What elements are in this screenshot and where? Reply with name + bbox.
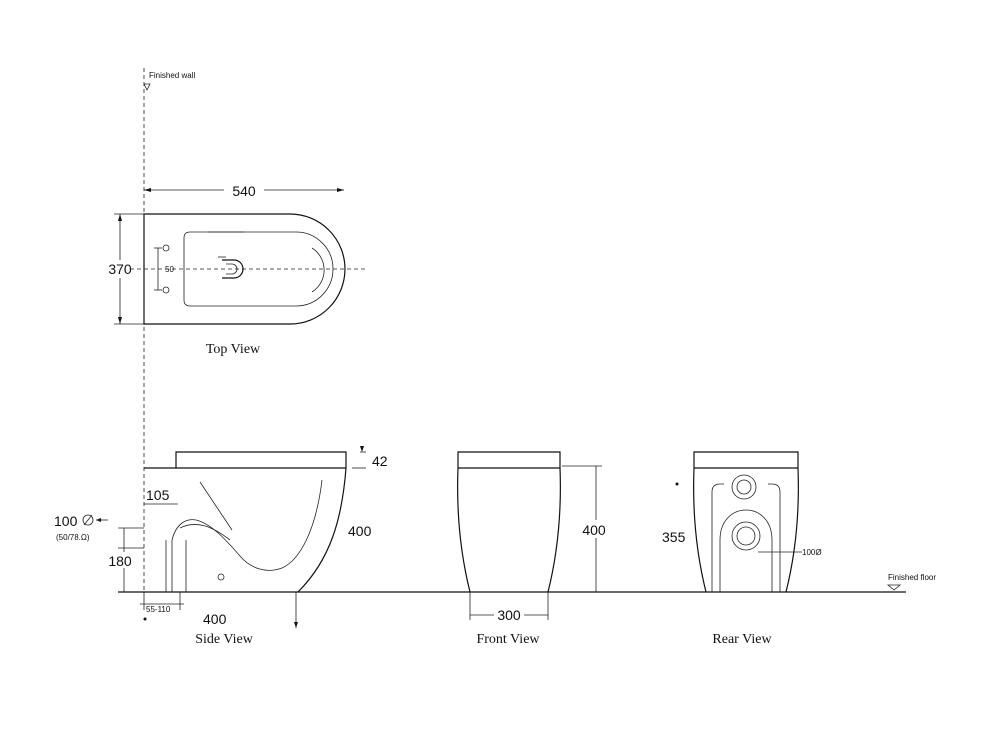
front-view: 400 300 Front View xyxy=(457,451,614,647)
dim-arrow-icon xyxy=(294,622,298,628)
top-width-label: 370 xyxy=(108,261,132,277)
dim-mask xyxy=(105,260,135,278)
side-trap-curve xyxy=(179,524,231,541)
dim-mask xyxy=(224,182,264,198)
dim-arrow-icon xyxy=(118,317,122,324)
fixing-hole-icon xyxy=(162,286,170,294)
rear-pipe-label: 100Ø xyxy=(802,548,822,557)
rear-inner-right xyxy=(768,483,781,592)
wall-marker-icon xyxy=(143,83,151,91)
side-body-front-curve xyxy=(297,467,347,593)
dim-arrow-icon xyxy=(360,446,364,452)
rear-left-side xyxy=(693,467,707,593)
top-view-rim-curve xyxy=(311,247,325,293)
side-view: 42 105 100 (50/78.Ω) 180 400 55-110 400 … xyxy=(54,446,388,647)
dim-arrow-icon xyxy=(118,214,122,221)
top-view: 540 370 50 Top View xyxy=(105,182,368,357)
floor-marker-icon xyxy=(886,584,902,591)
rear-view-caption: Rear View xyxy=(712,632,772,647)
side-180-label: 180 xyxy=(108,553,132,569)
dim-mask xyxy=(494,607,524,623)
dim-mask xyxy=(578,520,614,538)
top-view-outline xyxy=(143,213,346,325)
diameter-icon xyxy=(82,514,94,526)
rear-right-side xyxy=(785,467,799,593)
rear-seat-lid xyxy=(693,451,799,468)
side-depth-label: 400 xyxy=(203,611,227,627)
dim-arrow-icon xyxy=(144,188,151,192)
diameter-slash xyxy=(83,514,93,526)
front-right-side xyxy=(547,467,561,593)
top-view-caption: Top View xyxy=(206,342,261,357)
front-view-caption: Front View xyxy=(476,632,540,647)
front-left-side xyxy=(457,467,471,593)
side-105-label: 105 xyxy=(146,487,170,503)
finished-floor-reference: Finished floor xyxy=(118,573,936,593)
outlet-note-label: (50/78.Ω) xyxy=(56,533,90,542)
top-view-bowl xyxy=(183,231,334,307)
dim-dot xyxy=(143,617,147,621)
fixing-hole-icon xyxy=(162,244,170,252)
pointer-arrow-icon xyxy=(96,518,101,522)
rear-view: 100Ø 355 Rear View xyxy=(662,451,822,647)
outlet-100-label: 100 xyxy=(54,513,78,529)
side-trapway xyxy=(171,479,323,592)
outlet-inner xyxy=(226,263,238,275)
finished-wall-label: Finished wall xyxy=(149,71,195,80)
rear-355-label: 355 xyxy=(662,529,686,545)
side-seat-lid xyxy=(175,451,347,468)
rear-upper-hole-inner xyxy=(736,479,752,495)
rear-arch xyxy=(719,509,773,592)
side-inner-line xyxy=(199,481,233,531)
side-height-label: 400 xyxy=(348,523,372,539)
side-view-caption: Side View xyxy=(195,632,254,647)
rear-upper-hole-icon xyxy=(731,474,757,500)
rear-pipe-hole-inner xyxy=(736,526,756,546)
front-seat-lid xyxy=(457,451,561,468)
side-range-label: 55-110 xyxy=(146,605,171,614)
seat-thickness-label: 42 xyxy=(372,453,388,469)
finished-floor-label: Finished floor xyxy=(888,573,936,582)
front-width-label: 300 xyxy=(497,607,521,623)
rear-pipe-hole-icon xyxy=(731,521,761,551)
side-fixing-hole-icon xyxy=(217,573,225,581)
front-height-label: 400 xyxy=(582,522,606,538)
rear-inner-left xyxy=(711,483,724,592)
outlet-symbol-icon xyxy=(222,259,244,279)
dim-dot xyxy=(675,482,679,486)
finished-wall-reference: Finished wall xyxy=(143,68,195,592)
dim-mask xyxy=(104,552,136,568)
hole-spacing-label: 50 xyxy=(165,265,174,274)
dim-arrow-icon xyxy=(337,188,344,192)
top-length-label: 540 xyxy=(232,183,256,199)
